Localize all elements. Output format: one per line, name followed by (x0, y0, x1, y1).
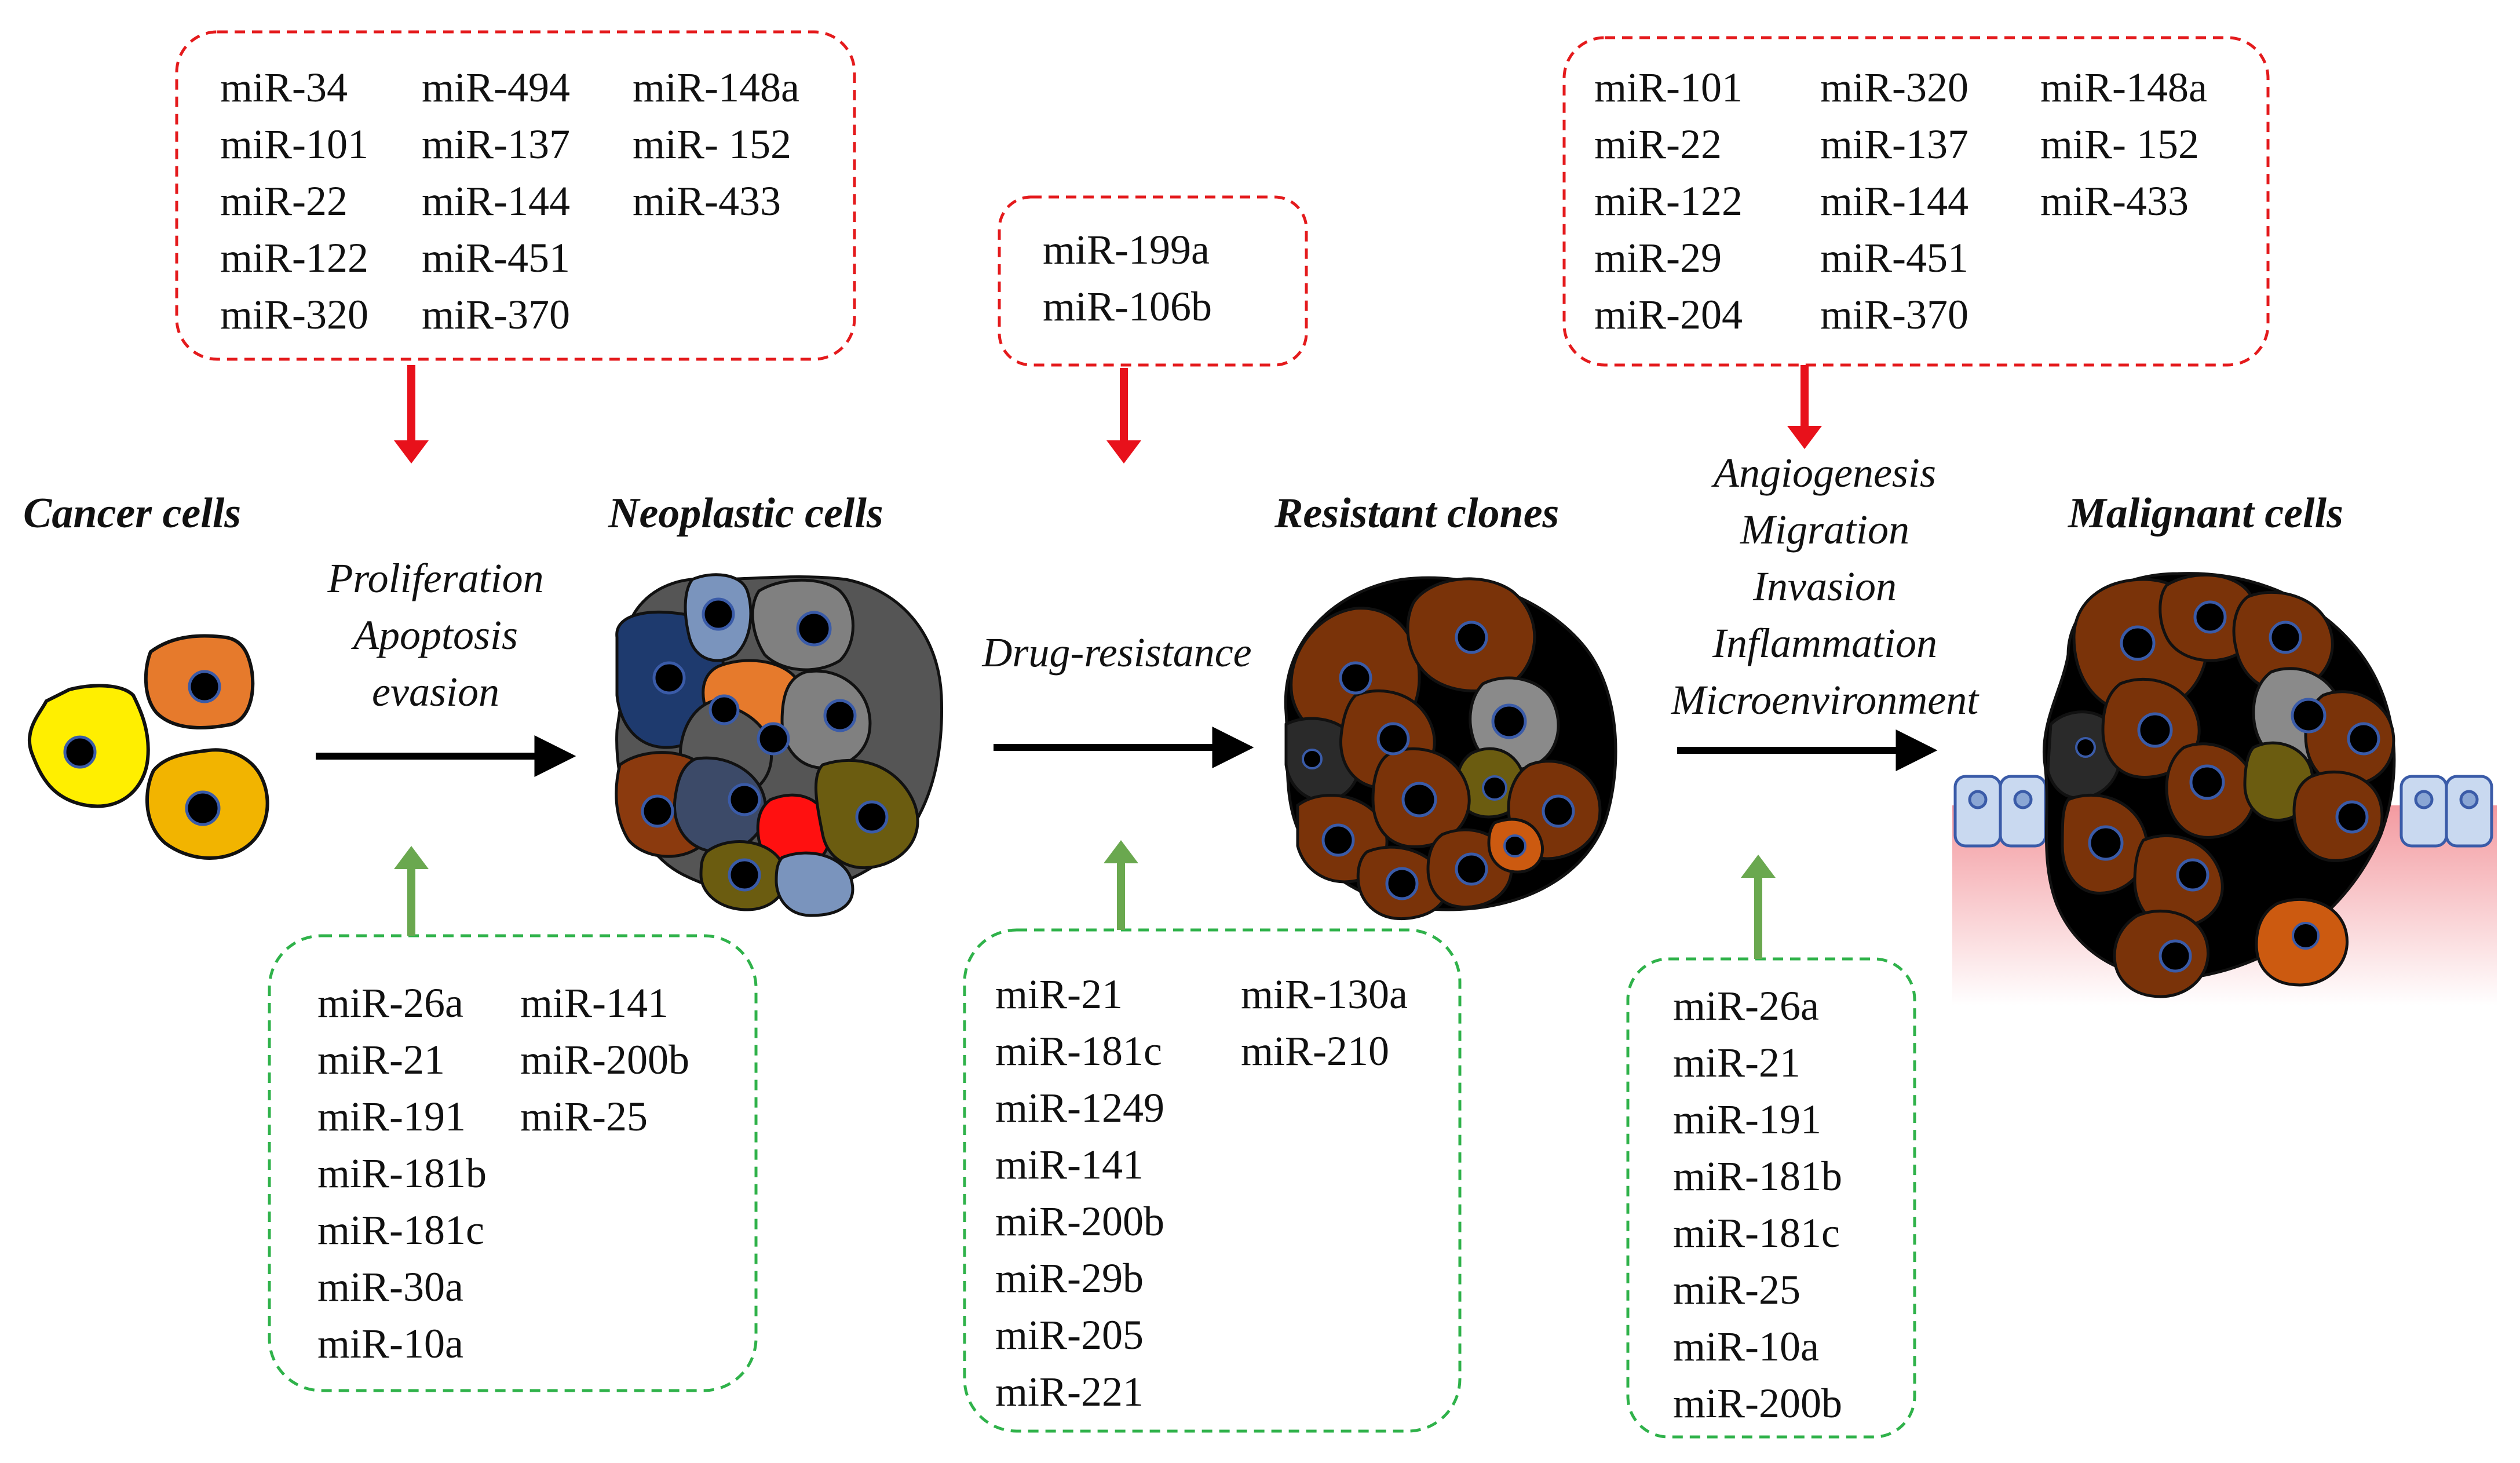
mirna-label: miR-122 (220, 235, 368, 281)
process-text: evasion (372, 669, 499, 715)
mirna-label: miR-205 (995, 1312, 1144, 1358)
mirna-label: miR-22 (1594, 121, 1722, 167)
mirna-label: miR-137 (422, 121, 570, 167)
mirna-label: miR-181c (317, 1207, 484, 1253)
process-text: Proliferation (327, 555, 543, 601)
mirna-label: miR-25 (1673, 1267, 1800, 1313)
mirna-label: miR- 152 (2040, 121, 2199, 167)
green-box-3-mirna-list: miR-26a miR-21 miR-191 miR-181b miR-181c miR-… (1673, 983, 1842, 1426)
mirna-label: miR-130a (1241, 971, 1408, 1017)
mirna-label: miR-101 (1594, 64, 1743, 111)
mirna-label: miR-141 (520, 980, 669, 1026)
red-box-1 (175, 30, 856, 361)
mirna-label: miR-204 (1594, 291, 1743, 338)
cancer-cells-illustration (27, 634, 269, 860)
mirna-label: miR-101 (220, 121, 368, 167)
mirna-label: miR-433 (633, 178, 781, 224)
mirna-label: miR-210 (1241, 1028, 1389, 1074)
green-up-arrow-3 (1741, 855, 1776, 959)
mirna-label: miR-10a (1673, 1323, 1819, 1370)
stage-label-resistant: Resistant clones (1274, 490, 1559, 537)
mirna-label: miR-30a (317, 1264, 463, 1310)
mirna-label: miR-370 (422, 291, 570, 338)
mirna-label: miR-181c (995, 1028, 1162, 1074)
green-up-arrow-2 (1104, 840, 1138, 930)
mirna-label: miR-26a (317, 980, 463, 1026)
process-text: Drug-resistance (981, 629, 1251, 676)
red-box-2-mirna-list: miR-199a miR-106b (1043, 227, 1212, 330)
mirna-label: miR-21 (317, 1037, 445, 1083)
mirna-label: miR-191 (1673, 1096, 1821, 1143)
mirna-label: miR-122 (1594, 178, 1743, 224)
mirna-label: miR-34 (220, 64, 348, 111)
process-label-3: AngiogenesisMigrationInvasionInflammatio… (1671, 450, 1980, 723)
process-label-2: Drug-resistance (981, 629, 1251, 676)
process-text: Microenvironment (1671, 677, 1980, 723)
mirna-label: miR-137 (1820, 121, 1968, 167)
mirna-label: miR-451 (422, 235, 570, 281)
mirna-label: miR-181c (1673, 1210, 1840, 1256)
mirna-label: miR-29 (1594, 235, 1722, 281)
stage-label-malignant: Malignant cells (2068, 490, 2343, 537)
green-up-arrow-1 (394, 846, 429, 936)
mirna-label: miR-191 (317, 1093, 466, 1140)
mirna-label: miR-200b (995, 1198, 1164, 1245)
epithelium-left (1953, 775, 2047, 848)
mirna-label: miR-221 (995, 1369, 1144, 1415)
mirna-label: miR-25 (520, 1093, 648, 1140)
mirna-label: miR-200b (1673, 1380, 1842, 1426)
mirna-label: miR-200b (520, 1037, 689, 1083)
mirna-label: miR-494 (422, 64, 570, 111)
green-box-2-mirna-list: miR-21 miR-181c miR-1249 miR-141 miR-200b miR… (995, 971, 1408, 1415)
mirna-label: miR-433 (2040, 178, 2189, 224)
red-down-arrow-1 (394, 365, 429, 464)
mirna-label: miR-320 (220, 291, 368, 338)
mirna-label: miR-148a (2040, 64, 2207, 111)
process-text: Invasion (1752, 563, 1897, 610)
stage-label-cancer: Cancer cells (23, 490, 241, 537)
process-text: Apoptosis (351, 612, 518, 658)
epithelium-right (2400, 775, 2493, 848)
process-text: Migration (1740, 506, 1909, 553)
red-box-3-mirna-list: miR-101 miR-22 miR-122 miR-29 miR-204 miR-320… (1594, 64, 2207, 338)
mirna-label: miR-26a (1673, 983, 1819, 1029)
mirna-label: miR-1249 (995, 1085, 1164, 1131)
red-box-2 (998, 195, 1308, 367)
mirna-label: miR-144 (422, 178, 570, 224)
malignant-cells-illustration (1952, 572, 2497, 1005)
red-box-1-mirna-list: miR-34 miR-101 miR-22 miR-122 miR-320 miR-494… (220, 64, 799, 338)
mirna-label: miR- 152 (633, 121, 791, 167)
mirna-label: miR-320 (1820, 64, 1968, 111)
mirna-label: miR-10a (317, 1320, 463, 1367)
mirna-label: miR-451 (1820, 235, 1968, 281)
mirna-label: miR-141 (995, 1141, 1144, 1188)
mirna-label: miR-181b (1673, 1153, 1842, 1199)
green-box-2 (963, 928, 1462, 1433)
red-down-arrow-2 (1106, 368, 1141, 464)
green-box-1-mirna-list: miR-26a miR-21 miR-191 miR-181b miR-181c miR-… (317, 980, 689, 1367)
mirna-label: miR-22 (220, 178, 348, 224)
red-box-3 (1562, 36, 2270, 367)
process-text: Angiogenesis (1711, 450, 1936, 496)
mirna-label: miR-181b (317, 1150, 487, 1196)
mirna-label: miR-21 (1673, 1039, 1800, 1086)
mirna-label: miR-144 (1820, 178, 1968, 224)
mirna-label: miR-370 (1820, 291, 1968, 338)
resistant-clones-illustration (1284, 576, 1617, 921)
mirna-label: miR-148a (633, 64, 799, 111)
neoplastic-cells-illustration (615, 573, 943, 917)
mirna-label: miR-199a (1043, 227, 1210, 273)
mirna-label: miR-29b (995, 1255, 1144, 1301)
process-text: Inflammation (1712, 620, 1937, 666)
stage-label-neoplastic: Neoplastic cells (608, 490, 883, 537)
mirna-label: miR-21 (995, 971, 1123, 1017)
green-box-1 (268, 934, 758, 1392)
mirna-label: miR-106b (1043, 283, 1212, 330)
red-down-arrow-3 (1787, 365, 1822, 449)
